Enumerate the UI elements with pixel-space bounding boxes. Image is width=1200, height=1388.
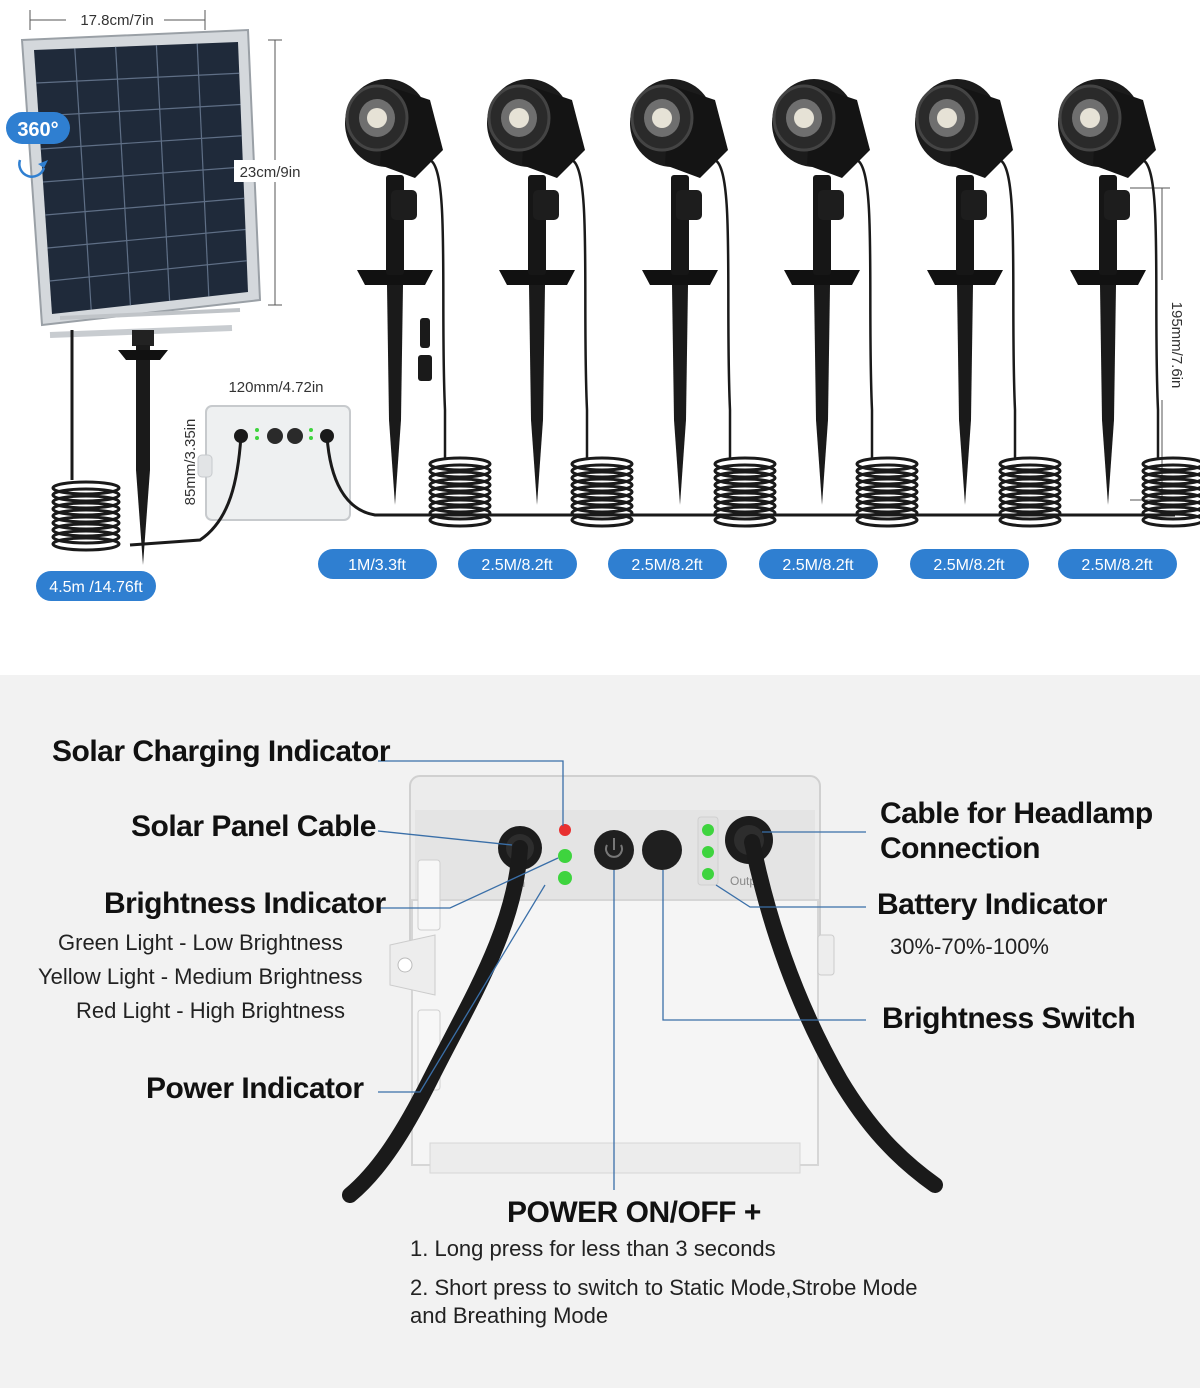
control-box xyxy=(129,405,1175,547)
cable-length-pill-2: 2.5M/8.2ft xyxy=(458,549,577,579)
power-step-2-line2: and Breathing Mode xyxy=(410,1303,609,1328)
headlamp-cable-label-line2: Connection xyxy=(880,832,1041,865)
power-indicator-label: Power Indicator xyxy=(146,1072,364,1105)
cable-length-text: 4.5m /14.76ft xyxy=(49,579,143,596)
brightness-yellow-text: Yellow Light - Medium Brightness xyxy=(38,964,363,989)
spotlight xyxy=(345,79,492,528)
spotlight xyxy=(487,79,634,528)
cable-length-pill-5: 2.5M/8.2ft xyxy=(910,549,1029,579)
power-onoff-title: POWER ON/OFF + xyxy=(507,1196,761,1229)
brightness-indicator-label: Brightness Indicator xyxy=(104,887,386,920)
cable-length-text: 1M/3.3ft xyxy=(348,557,406,574)
cable-length-pill-0: 4.5m /14.76ft xyxy=(36,571,156,601)
rotation-badge-label: 360° xyxy=(17,119,58,141)
solar-panel-cable-label: Solar Panel Cable xyxy=(131,810,376,843)
panel-width-dimension: 17.8cm/7in xyxy=(29,8,206,30)
cable-length-pill-1: 1M/3.3ft xyxy=(318,549,437,579)
headlamp-cable-label-line1: Cable for Headlamp xyxy=(880,797,1153,830)
cable-length-pill-4: 2.5M/8.2ft xyxy=(759,549,878,579)
cable-length-text: 2.5M/8.2ft xyxy=(1081,557,1153,574)
spike-height-label: 195mm/7.6in xyxy=(1168,302,1185,389)
cable-length-text: 2.5M/8.2ft xyxy=(782,557,854,574)
spotlights xyxy=(345,79,1200,528)
cable-length-pill-3: 2.5M/8.2ft xyxy=(608,549,727,579)
battery-levels-text: 30%-70%-100% xyxy=(890,934,1049,959)
panel-height-label: 23cm/9in xyxy=(240,164,301,181)
brightness-red-text: Red Light - High Brightness xyxy=(76,998,346,1023)
cable-length-text: 2.5M/8.2ft xyxy=(631,557,703,574)
power-step-2-line1: 2. Short press to switch to Static Mode,… xyxy=(410,1275,918,1300)
box-height-label: 85mm/3.35in xyxy=(182,419,199,506)
panel-width-label: 17.8cm/7in xyxy=(80,12,153,29)
product-illustration: 17.8cm/7in 360° 23cm/9in xyxy=(6,8,1200,601)
rotation-badge: 360° xyxy=(6,112,70,178)
cable-length-text: 2.5M/8.2ft xyxy=(481,557,553,574)
brightness-switch-label: Brightness Switch xyxy=(882,1002,1136,1035)
battery-indicator-label: Battery Indicator xyxy=(877,888,1107,921)
solar-charging-indicator-label: Solar Charging Indicator xyxy=(52,735,391,768)
panel-cable-coil xyxy=(51,330,121,552)
box-width-label: 120mm/4.72in xyxy=(228,379,323,396)
cable-length-pill-6: 2.5M/8.2ft xyxy=(1058,549,1177,579)
spotlight xyxy=(772,79,919,528)
cable-length-text: 2.5M/8.2ft xyxy=(933,557,1005,574)
spotlight xyxy=(1058,79,1200,528)
spotlight xyxy=(630,79,777,528)
spotlight xyxy=(915,79,1062,528)
power-step-1: 1. Long press for less than 3 seconds xyxy=(410,1236,776,1261)
solar-panel xyxy=(20,28,262,565)
panel-height-dimension: 23cm/9in xyxy=(234,39,316,306)
brightness-green-text: Green Light - Low Brightness xyxy=(58,930,343,955)
